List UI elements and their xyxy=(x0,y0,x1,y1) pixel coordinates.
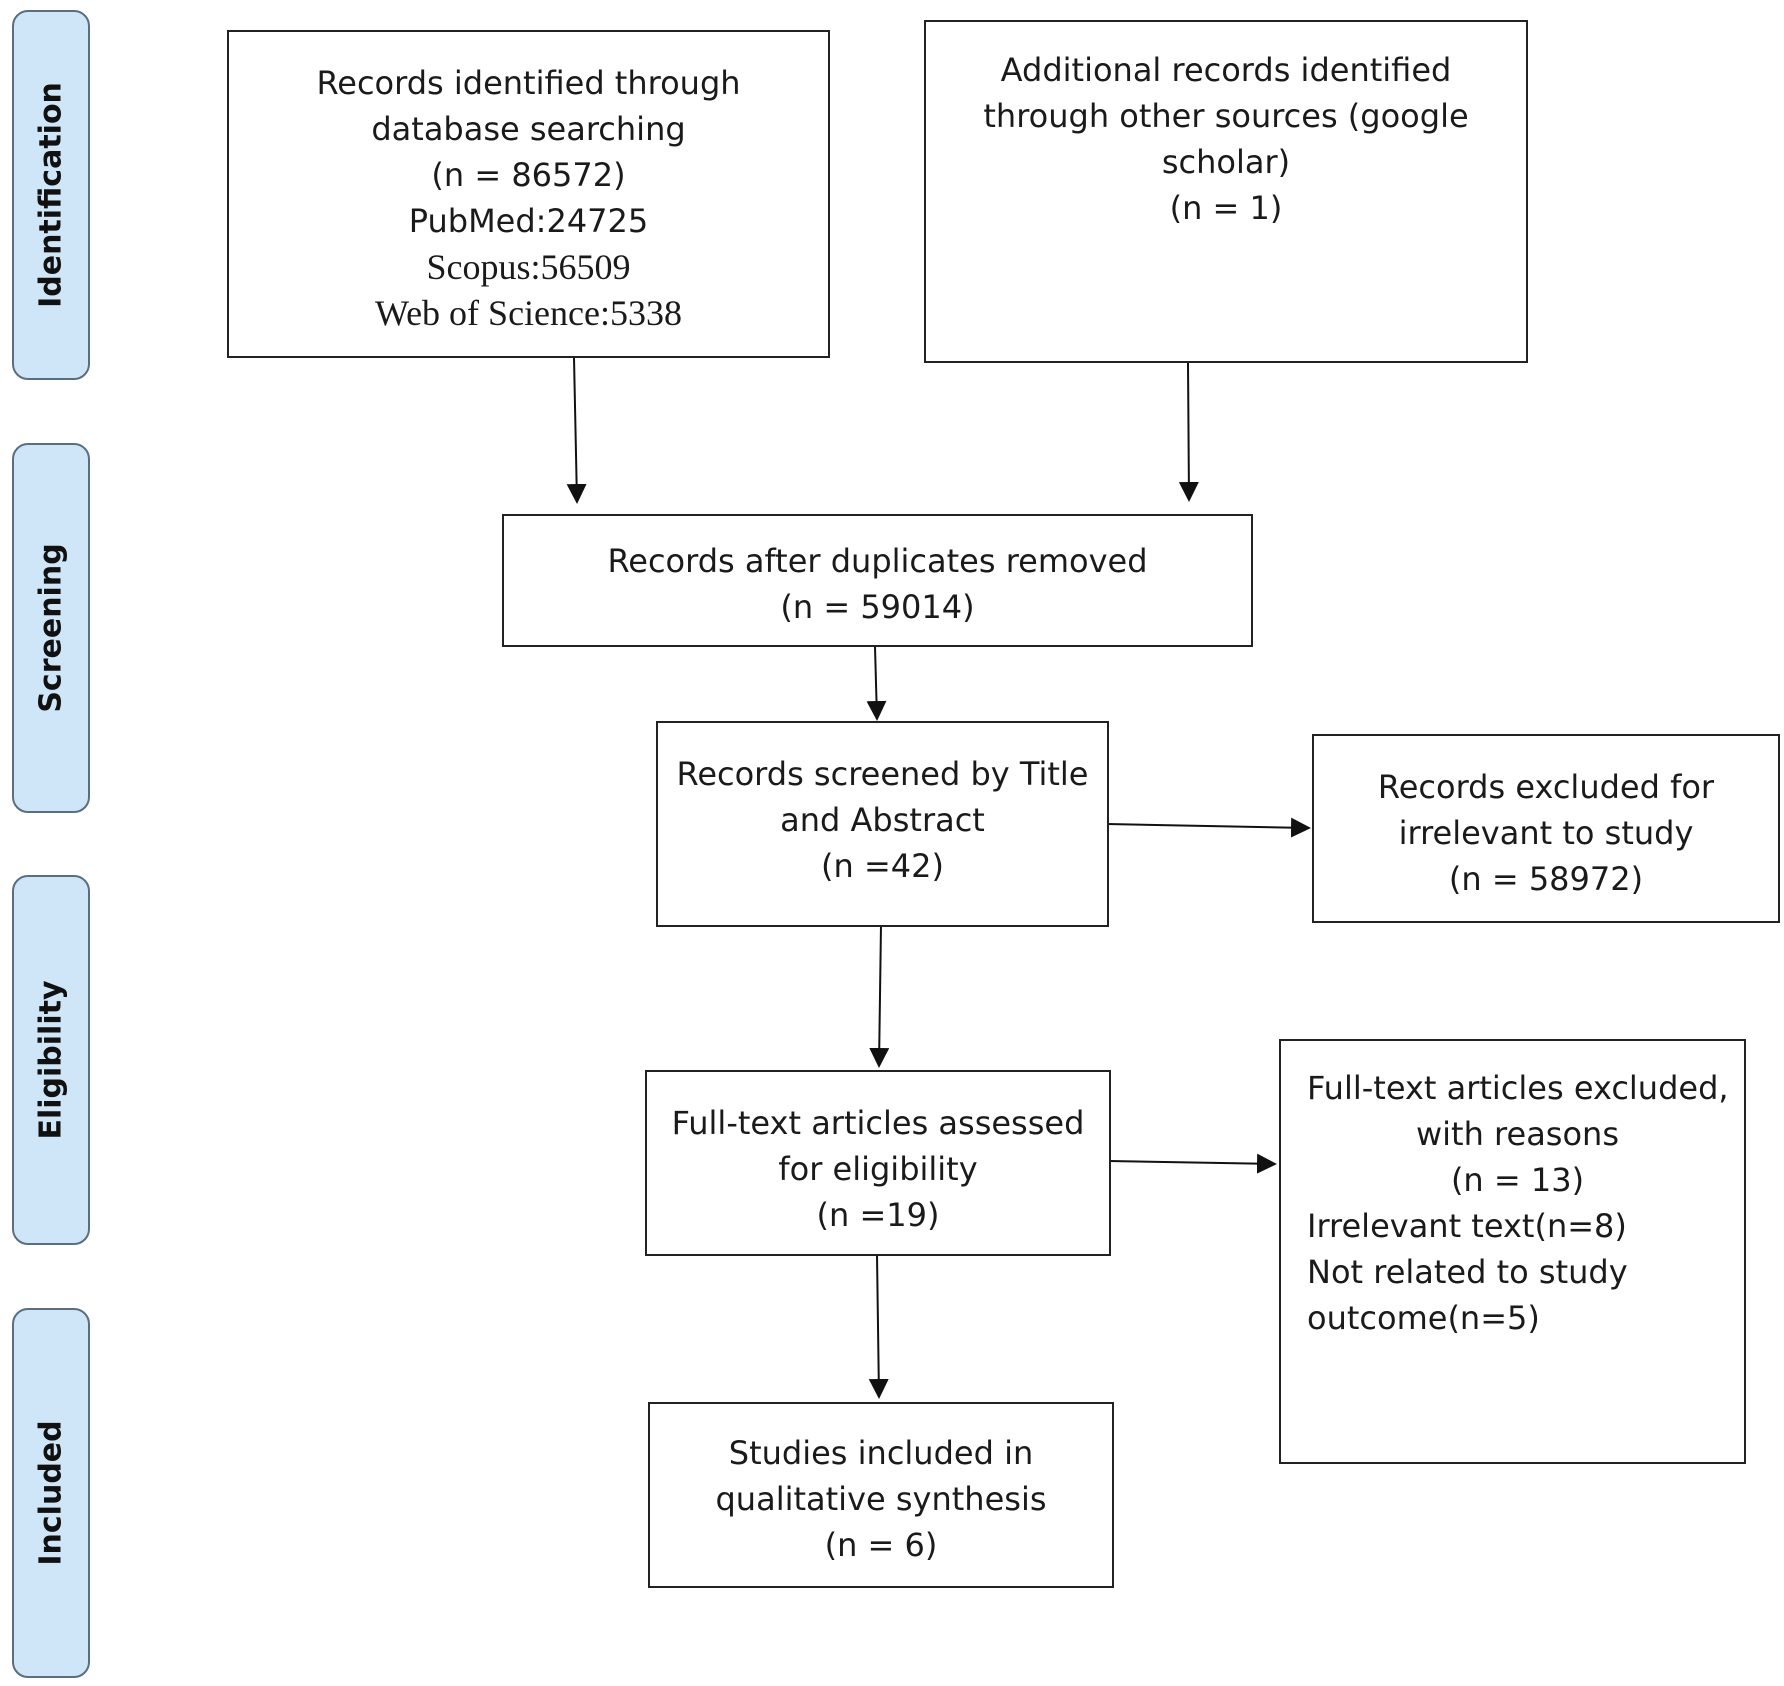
box-text-line: database searching xyxy=(371,110,686,148)
phase-identification: Identification xyxy=(12,10,90,380)
box-text-line: Records excluded for xyxy=(1377,768,1715,806)
arrow-screened-to-fulltext xyxy=(869,924,890,1068)
box-text-line: with reasons xyxy=(1415,1115,1619,1153)
box-text-line: (n = 58972) xyxy=(1448,860,1644,898)
box-text-line: Additional records identified xyxy=(1000,51,1452,89)
arrow-database-to-duplicates xyxy=(566,357,587,504)
box-text-line: PubMed:24725 xyxy=(408,202,649,240)
box-text-line: Scopus:56509 xyxy=(426,247,631,287)
box-other-sources: Additional records identified through ot… xyxy=(924,20,1528,363)
box-text-line: (n = 13) xyxy=(1450,1161,1585,1199)
phase-screening: Screening xyxy=(12,443,90,813)
arrow-duplicates-to-screened xyxy=(866,646,887,721)
box-text-line: Full-text articles assessed xyxy=(671,1104,1085,1142)
exclusion-reason: Irrelevant text(n=8) xyxy=(1307,1207,1627,1245)
box-text-line: scholar) xyxy=(1161,143,1291,181)
phase-eligibility: Eligibility xyxy=(12,875,90,1245)
box-records-excluded: Records excluded for irrelevant to study… xyxy=(1312,734,1780,923)
arrow-fulltext-to-included xyxy=(868,1254,889,1399)
box-text-line: Studies included in xyxy=(728,1434,1034,1472)
box-fulltext-excluded: Full-text articles excluded, with reason… xyxy=(1279,1039,1746,1464)
box-text-line: Records identified through xyxy=(316,64,741,102)
box-text-line: Records after duplicates removed xyxy=(607,542,1148,580)
box-studies-included: Studies included in qualitative synthesi… xyxy=(648,1402,1114,1588)
box-records-screened: Records screened by Title and Abstract (… xyxy=(656,721,1109,927)
box-duplicates-removed: Records after duplicates removed (n = 59… xyxy=(502,514,1253,647)
box-text-line: through other sources (google xyxy=(983,97,1469,135)
arrow-fulltext-to-excluded xyxy=(1108,1153,1277,1174)
box-text-line: (n = 86572) xyxy=(431,156,626,194)
exclusion-reason: Not related to study xyxy=(1307,1253,1628,1291)
phase-included: Included xyxy=(12,1308,90,1678)
box-text-line: (n = 1) xyxy=(1169,189,1283,227)
box-text-line: (n =19) xyxy=(816,1196,940,1234)
box-text-line: Full-text articles excluded, xyxy=(1307,1069,1729,1107)
arrow-other-to-duplicates xyxy=(1178,362,1199,502)
box-text-line: (n = 6) xyxy=(824,1526,938,1564)
box-text-line: for eligibility xyxy=(778,1150,978,1188)
box-text-line: irrelevant to study xyxy=(1398,814,1694,852)
box-text-line: (n = 59014) xyxy=(780,588,975,626)
exclusion-reason: outcome(n=5) xyxy=(1307,1299,1540,1337)
arrow-screened-to-excluded xyxy=(1106,817,1311,838)
box-text-line: qualitative synthesis xyxy=(715,1480,1047,1518)
box-text-line: Web of Science:5338 xyxy=(374,293,682,333)
box-fulltext-assessed: Full-text articles assessed for eligibil… xyxy=(645,1070,1111,1256)
box-text-line: (n =42) xyxy=(821,847,944,885)
box-database-records: Records identified through database sear… xyxy=(227,30,830,358)
box-text-line: and Abstract xyxy=(780,801,985,839)
box-text-line: Records screened by Title xyxy=(676,755,1089,793)
